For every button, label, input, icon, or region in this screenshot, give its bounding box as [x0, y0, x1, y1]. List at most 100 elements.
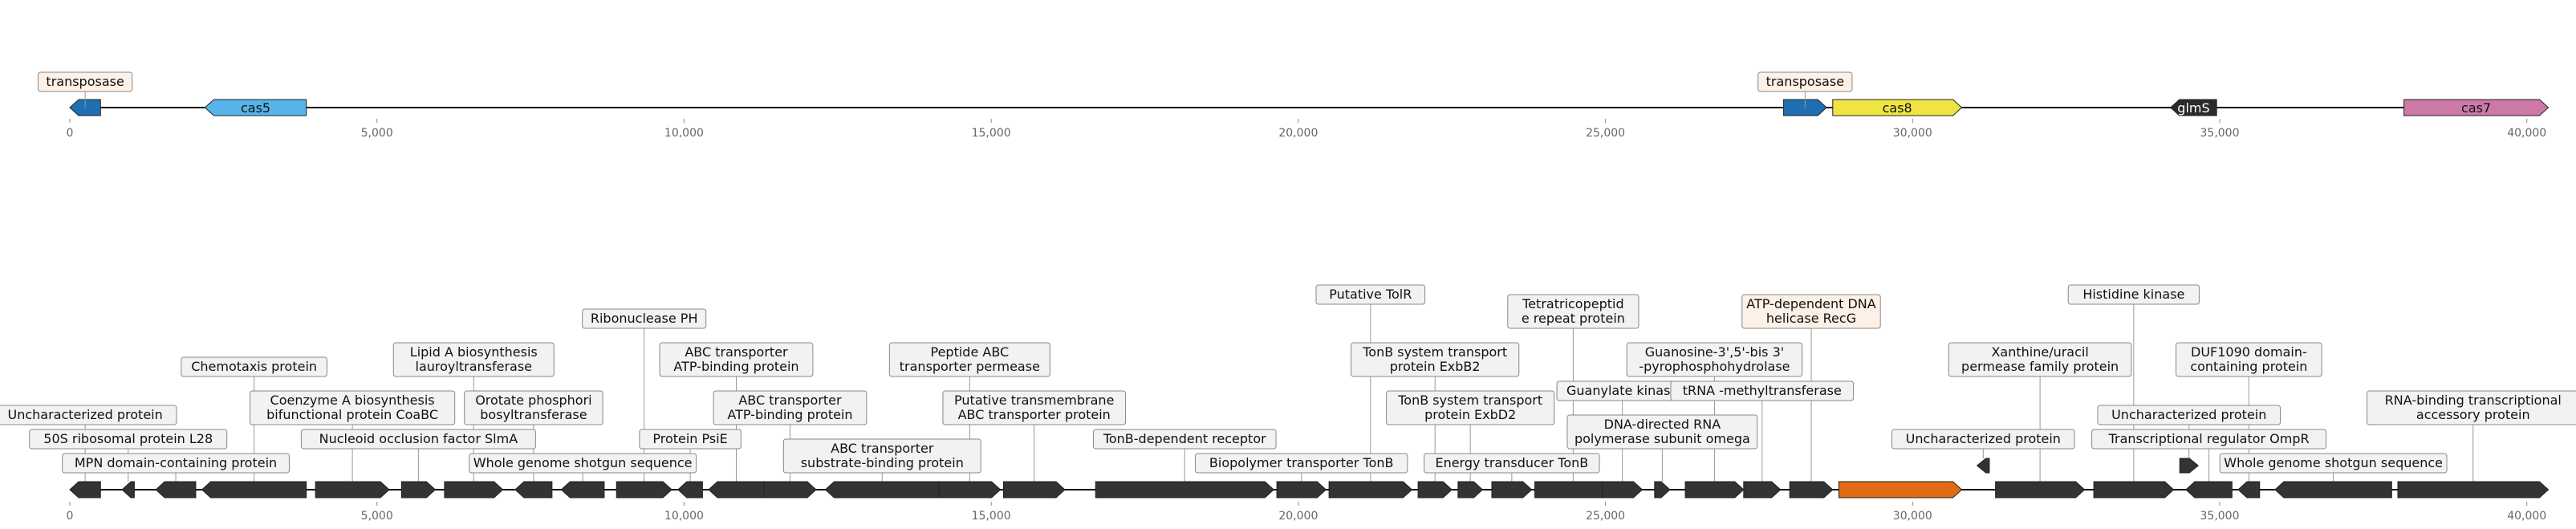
bottom-gene-label-box [888, 342, 1050, 377]
bottom-gene-arrow[interactable] [1995, 481, 2086, 498]
bottom-gene-arrow[interactable] [121, 481, 135, 498]
bottom-gene-label-box [1386, 390, 1555, 425]
bottom-gene-label-text: helicase RecG [1766, 311, 1856, 326]
bottom-gene-label-text: substrate-binding protein [801, 455, 964, 470]
bottom-gene-label-text: tRNA -methyltransferase [1683, 383, 1842, 398]
bottom-axis-tick-label: 25,000 [1586, 510, 1625, 523]
bottom-gene-arrow[interactable] [1838, 481, 1963, 498]
top-gene-label-box [1757, 71, 1853, 92]
bottom-gene-arrow[interactable] [2237, 481, 2261, 498]
bottom-gene-label-text: MPN domain-containing protein [75, 455, 277, 470]
bottom-gene-label-box [1670, 380, 1855, 401]
bottom-gene-label-text: DUF1090 domain- [2191, 344, 2307, 360]
bottom-gene-arrow[interactable] [1491, 481, 1533, 498]
bottom-gene-arrow[interactable] [677, 481, 703, 498]
bottom-axis-tick-label: 30,000 [1893, 510, 1932, 523]
bottom-gene-arrow[interactable] [1743, 481, 1782, 498]
bottom-gene-label-box [1507, 294, 1639, 329]
bottom-gene-label-box [2097, 405, 2281, 425]
bottom-gene-arrow[interactable] [2093, 481, 2175, 498]
bottom-gene-arrow[interactable] [400, 481, 437, 498]
top-axis-tick-label: 25,000 [1586, 127, 1625, 140]
bottom-gene-label-box [582, 308, 707, 329]
bottom-gene-label-box [1424, 453, 1600, 474]
bottom-gene-label-text: ATP-dependent DNA [1746, 296, 1875, 311]
bottom-gene-arrow[interactable] [444, 481, 504, 498]
bottom-gene-label-box [942, 390, 1127, 425]
bottom-gene-label-box [300, 429, 536, 450]
bottom-gene-arrow[interactable] [1684, 481, 1745, 498]
top-gene-name: cas8 [1883, 100, 1912, 116]
top-gene-arrow[interactable] [204, 99, 307, 116]
bottom-gene-arrow[interactable] [708, 481, 765, 498]
bottom-gene-arrow[interactable] [1328, 481, 1413, 498]
bottom-gene-arrow[interactable] [1457, 481, 1484, 498]
bottom-gene-arrow[interactable] [1095, 481, 1274, 498]
bottom-gene-arrow[interactable] [201, 481, 307, 498]
bottom-gene-label-text: Uncharacterized protein [2111, 407, 2266, 422]
bottom-gene-label-text: accessory protein [2416, 407, 2530, 422]
bottom-gene-arrow[interactable] [514, 481, 553, 498]
bottom-gene-label-text: lauroyltransferase [416, 359, 533, 374]
bottom-gene-arrow[interactable] [2185, 481, 2233, 498]
bottom-gene-arrow[interactable] [1534, 481, 1612, 498]
bottom-gene-label-text: TonB system transport [1362, 344, 1507, 360]
top-gene-name: cas5 [241, 100, 270, 116]
bottom-gene-arrow[interactable] [1789, 481, 1834, 498]
bottom-gene-label-text: protein ExbB2 [1390, 359, 1481, 374]
bottom-gene-arrow[interactable] [1976, 458, 1990, 474]
bottom-gene-label-text: ABC transporter [738, 393, 842, 408]
bottom-gene-arrow[interactable] [2274, 481, 2392, 498]
bottom-gene-arrow[interactable] [1417, 481, 1453, 498]
top-gene-label-text: transposase [46, 74, 124, 89]
top-gene-arrow[interactable] [2403, 99, 2550, 116]
bottom-gene-arrow[interactable] [1276, 481, 1327, 498]
bottom-gene-label-box [2367, 390, 2576, 425]
bottom-gene-arrow[interactable] [616, 481, 672, 498]
bottom-gene-arrow[interactable] [69, 481, 101, 498]
top-gene-arrow[interactable] [1832, 99, 1963, 116]
bottom-gene-label-text: ATP-binding protein [673, 359, 798, 374]
bottom-gene-label-text: Guanylate kinase [1566, 383, 1678, 398]
bottom-gene-label-text: ABC transporter protein [958, 407, 1111, 422]
bottom-gene-label-text: e repeat protein [1522, 311, 1625, 326]
top-axis-tick-label: 30,000 [1893, 127, 1932, 140]
bottom-gene-arrow[interactable] [763, 481, 817, 498]
bottom-gene-label-box [2219, 453, 2448, 474]
bottom-gene-arrow[interactable] [1654, 481, 1671, 498]
bottom-gene-arrow[interactable] [2179, 458, 2200, 474]
bottom-gene-arrow[interactable] [155, 481, 197, 498]
bottom-gene-arrow[interactable] [824, 481, 940, 498]
bottom-gene-label-box [469, 453, 697, 474]
bottom-gene-arrow[interactable] [315, 481, 390, 498]
bottom-gene-label-box [1741, 294, 1881, 329]
bottom-gene-label-text: Transcriptional regulator OmpR [2108, 431, 2310, 446]
bottom-gene-label-text: Guanosine-3',5'-bis 3' [1645, 344, 1784, 360]
bottom-gene-arrow[interactable] [1602, 481, 1644, 498]
bottom-gene-label-box [1315, 284, 1426, 305]
top-axis-tick-label: 20,000 [1278, 127, 1318, 140]
bottom-gene-label-text: RNA-binding transcriptional [2385, 393, 2562, 408]
bottom-gene-label-box [1891, 429, 2075, 450]
bottom-gene-arrow[interactable] [2397, 481, 2550, 498]
top-gene-name: cas7 [2461, 100, 2491, 116]
bottom-gene-label-text: ABC transporter [685, 344, 788, 360]
bottom-gene-arrow[interactable] [938, 481, 1002, 498]
bottom-gene-label-box [782, 438, 981, 474]
bottom-gene-label-text: 50S ribosomal protein L28 [43, 431, 213, 446]
bottom-gene-label-box [29, 429, 228, 450]
bottom-gene-label-box [249, 390, 456, 425]
bottom-gene-label-text: DNA-directed RNA [1604, 417, 1721, 432]
bottom-gene-label-box [1566, 414, 1758, 450]
bottom-gene-label-text: TonB-dependent receptor [1103, 431, 1266, 446]
bottom-gene-arrow[interactable] [1002, 481, 1066, 498]
bottom-gene-label-text: Histidine kinase [2082, 287, 2184, 302]
bottom-gene-label-text: containing protein [2190, 359, 2307, 374]
bottom-gene-label-box [2091, 429, 2327, 450]
bottom-gene-arrow[interactable] [560, 481, 605, 498]
bottom-gene-label-text: Chemotaxis protein [191, 359, 317, 374]
bottom-gene-label-text: protein ExbD2 [1424, 407, 1516, 422]
top-gene-arrow[interactable] [2170, 99, 2217, 116]
